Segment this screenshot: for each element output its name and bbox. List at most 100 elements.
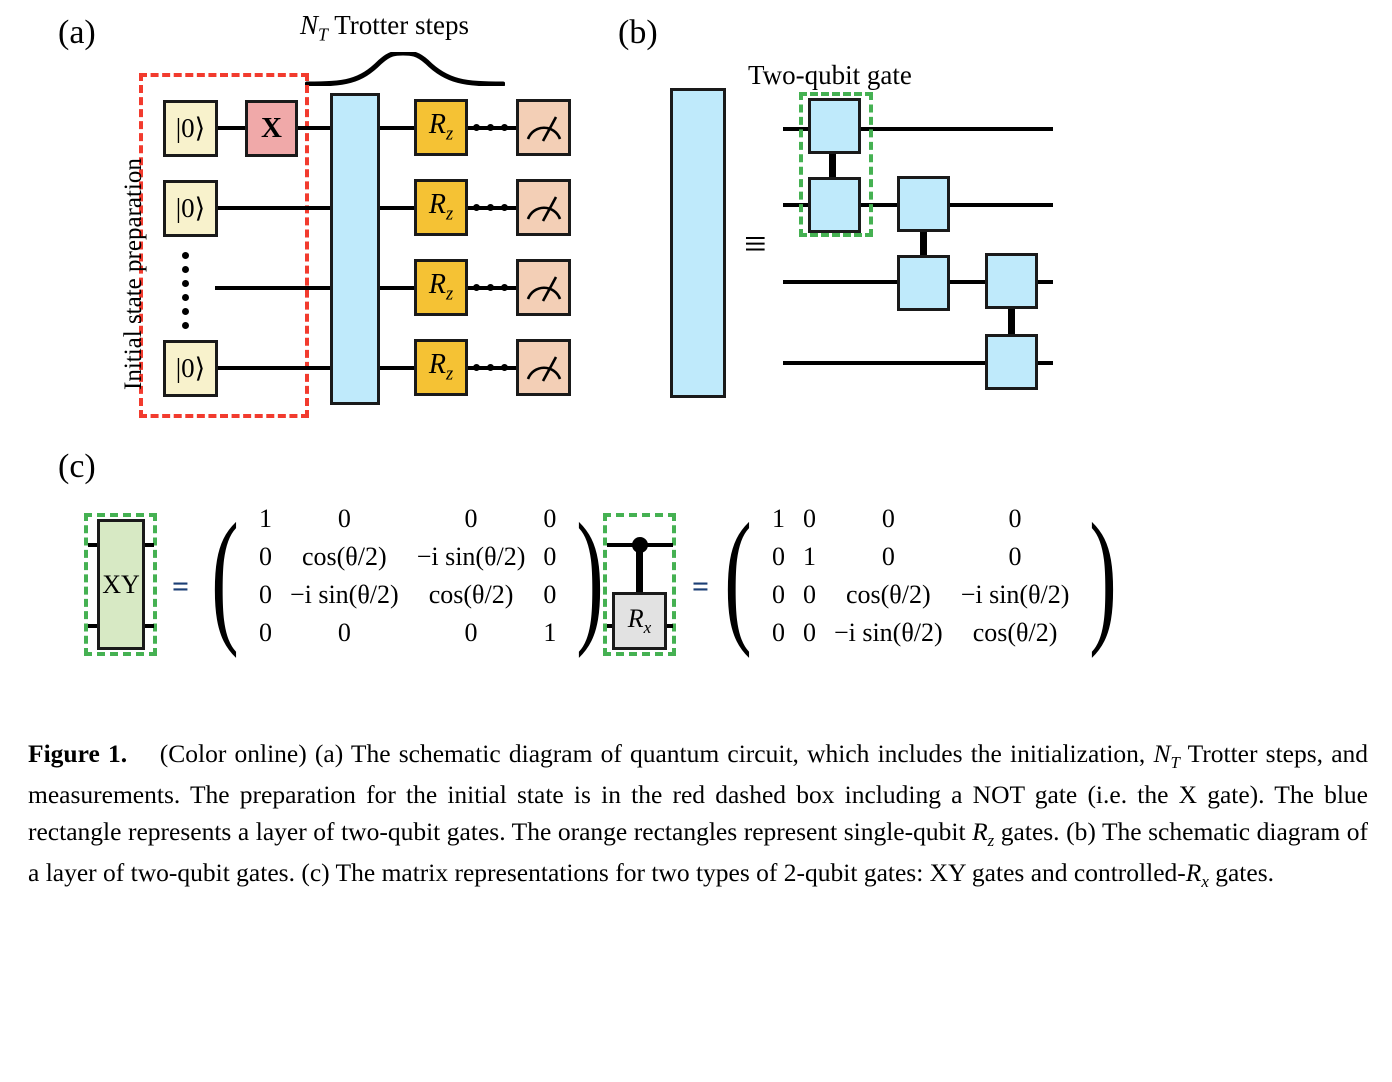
- cell: 0: [258, 580, 272, 609]
- caption-rx-sub: x: [1201, 872, 1209, 892]
- panel-b-label: (b): [618, 14, 658, 51]
- measurement-box-4[interactable]: [516, 339, 571, 396]
- rz-sub-4: z: [445, 364, 454, 385]
- ket-zero-box-2[interactable]: |0⟩: [163, 180, 218, 237]
- meter-icon: [526, 195, 561, 222]
- xy-gate-highlight-box: [84, 513, 157, 656]
- cell: 0: [258, 542, 272, 571]
- trotter-n-subscript: T: [318, 24, 328, 45]
- panel-b-wire-1: [783, 127, 1053, 131]
- ket-zero-box-1[interactable]: |0⟩: [163, 100, 218, 157]
- cell: −i sin(θ/2): [416, 542, 526, 571]
- cell: 0: [771, 542, 785, 571]
- crx-equals-sign: =: [692, 570, 710, 603]
- two-qubit-gate-box-3b[interactable]: [985, 334, 1038, 390]
- panel-a-label: (a): [58, 14, 96, 51]
- xy-matrix-table: 1 0 0 0 0 cos(θ/2) −i sin(θ/2) 0 0 −i si…: [250, 500, 565, 652]
- cell: 0: [802, 504, 816, 533]
- trotter-steps-label: NT Trotter steps: [300, 10, 469, 45]
- cell: 0: [881, 542, 895, 571]
- wire-to-measure-2: [503, 206, 517, 210]
- gate-link-2: [920, 228, 927, 268]
- gate-link-1: [829, 150, 836, 190]
- table-row: 0 cos(θ/2) −i sin(θ/2) 0: [250, 538, 565, 576]
- two-qubit-gate-box-3a[interactable]: [985, 253, 1038, 309]
- initial-state-preparation-label: Initial state preparation: [120, 158, 147, 390]
- meter-icon: [526, 275, 561, 302]
- crx-matrix-table: 1 0 0 0 0 1 0 0 0 0 cos(θ/2) −i sin(θ/2)…: [763, 500, 1078, 652]
- measurement-box-3[interactable]: [516, 259, 571, 316]
- gate-link-3: [1008, 305, 1015, 349]
- table-row: 0 1 0 0: [763, 538, 1078, 576]
- cell: 0: [258, 618, 272, 647]
- vertical-ellipsis: [182, 252, 189, 329]
- crx-gate-box[interactable]: Rx: [612, 592, 667, 650]
- rz-gate-box-2[interactable]: Rz: [414, 179, 468, 236]
- cell: −i sin(θ/2): [833, 618, 943, 647]
- two-qubit-layer-rectangle-b[interactable]: [670, 88, 726, 398]
- wire-to-measure-1: [503, 126, 517, 130]
- caption-rz-sub: z: [987, 831, 995, 851]
- rz-sub-2: z: [445, 204, 454, 225]
- rz-gate-box-4[interactable]: Rz: [414, 339, 468, 396]
- panel-c-label: (c): [58, 448, 96, 485]
- rx-sub: x: [643, 618, 652, 638]
- two-qubit-gate-label: Two-qubit gate: [748, 60, 912, 90]
- cell: 1: [771, 504, 785, 533]
- rx-label: R: [627, 603, 644, 633]
- crx-gate-highlight-box: [603, 513, 676, 656]
- x-gate-box[interactable]: X: [245, 100, 298, 157]
- rz-sub-3: z: [445, 284, 454, 305]
- two-qubit-gate-box-2b[interactable]: [897, 255, 950, 311]
- crx-matrix: ( 1 0 0 0 0 1 0 0 0 0 cos(θ/2) −i sin(θ/…: [713, 500, 1128, 652]
- ket-zero-box-4[interactable]: |0⟩: [163, 340, 218, 397]
- measurement-box-2[interactable]: [516, 179, 571, 236]
- caption-text-3: gates. (b) The schematic diagram of a la…: [28, 817, 1368, 888]
- cell: 1: [543, 618, 557, 647]
- crx-control-link: [636, 545, 643, 595]
- cell: 0: [771, 580, 785, 609]
- two-qubit-gate-box-1a[interactable]: [808, 98, 861, 154]
- cell: 0: [1008, 504, 1022, 533]
- equivalence-symbol: ≡: [744, 221, 767, 266]
- xy-equals-sign: =: [172, 570, 190, 603]
- caption-nt-sub: T: [1170, 753, 1180, 773]
- panel-b-wire-4: [783, 361, 1053, 365]
- cell: −i sin(θ/2): [960, 580, 1070, 609]
- figure-number: Figure 1.: [28, 739, 128, 768]
- table-row: 0 −i sin(θ/2) cos(θ/2) 0: [250, 576, 565, 614]
- cell: 0: [771, 618, 785, 647]
- two-qubit-gate-box-1b[interactable]: [808, 177, 861, 233]
- caption-text-1: (Color online) (a) The schematic diagram…: [159, 739, 1154, 768]
- crx-matrix-left-paren: (: [724, 493, 752, 659]
- cell: cos(θ/2): [972, 618, 1058, 647]
- trotter-n-symbol: N: [300, 10, 319, 40]
- rz-label-1: R: [428, 109, 446, 141]
- measurement-box-1[interactable]: [516, 99, 571, 156]
- rz-sub-1: z: [445, 124, 454, 145]
- cell: −i sin(θ/2): [289, 580, 399, 609]
- cell: 0: [543, 580, 557, 609]
- initial-state-preparation-box: [139, 73, 309, 418]
- figure-caption: Figure 1. (Color online) (a) The schemat…: [28, 735, 1368, 895]
- rz-gate-box-3[interactable]: Rz: [414, 259, 468, 316]
- table-row: 1 0 0 0: [763, 500, 1078, 538]
- trotter-brace-icon: [305, 52, 505, 86]
- crx-matrix-right-paren: ): [1089, 493, 1118, 659]
- caption-text-2: Trotter steps, and measurements. The pre…: [28, 739, 1369, 847]
- table-row: 0 0 0 1: [250, 614, 565, 652]
- two-qubit-gate-highlight-box: [799, 92, 873, 237]
- two-qubit-gate-box-2a[interactable]: [897, 176, 950, 232]
- xy-gate-box[interactable]: XY: [97, 519, 145, 650]
- cell: 0: [543, 504, 557, 533]
- rz-label-2: R: [428, 189, 446, 221]
- cell: cos(θ/2): [301, 542, 387, 571]
- two-qubit-layer-rectangle[interactable]: [330, 93, 380, 405]
- cell: 0: [464, 504, 478, 533]
- rz-gate-box-1[interactable]: Rz: [414, 99, 468, 156]
- table-row: 0 0 −i sin(θ/2) cos(θ/2): [763, 614, 1078, 652]
- cell: 0: [802, 618, 816, 647]
- caption-nt: N: [1153, 739, 1171, 768]
- caption-rx: R: [1185, 858, 1202, 888]
- table-row: 0 0 cos(θ/2) −i sin(θ/2): [763, 576, 1078, 614]
